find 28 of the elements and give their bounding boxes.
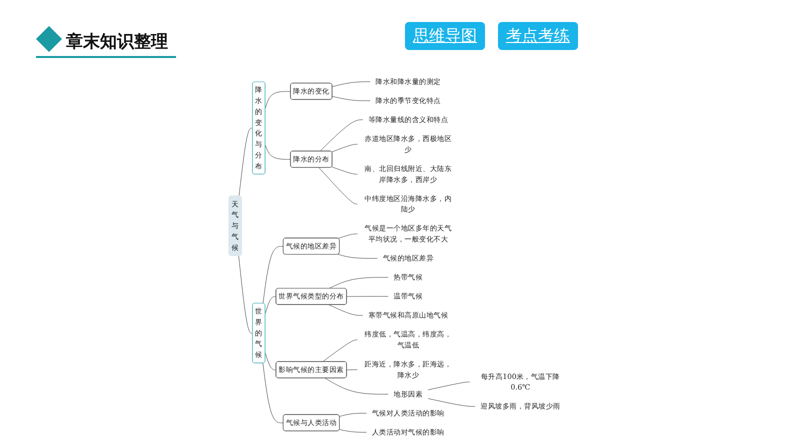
connector [339,429,367,432]
connector [328,277,388,289]
section-title: 章末知识整理 [66,31,168,53]
connector [338,234,358,239]
connector [331,166,358,174]
connector [318,167,358,204]
connector [428,382,470,390]
connector [332,96,370,102]
connector [346,296,388,297]
connector [265,296,276,314]
connector [262,246,284,304]
connector [338,254,378,259]
connector [265,352,276,370]
connector [322,340,358,362]
connector [238,128,253,196]
connector [428,398,476,407]
connector [265,144,291,160]
connector [262,362,284,424]
connector [331,144,358,152]
tab-button: 思维导图 [405,22,485,50]
connector [320,120,364,152]
connector [332,82,370,87]
connector [328,304,364,316]
connector [324,378,388,394]
tab-button: 考点考练 [498,22,578,50]
connector [265,91,291,109]
connector [238,256,253,334]
connector [339,412,367,417]
